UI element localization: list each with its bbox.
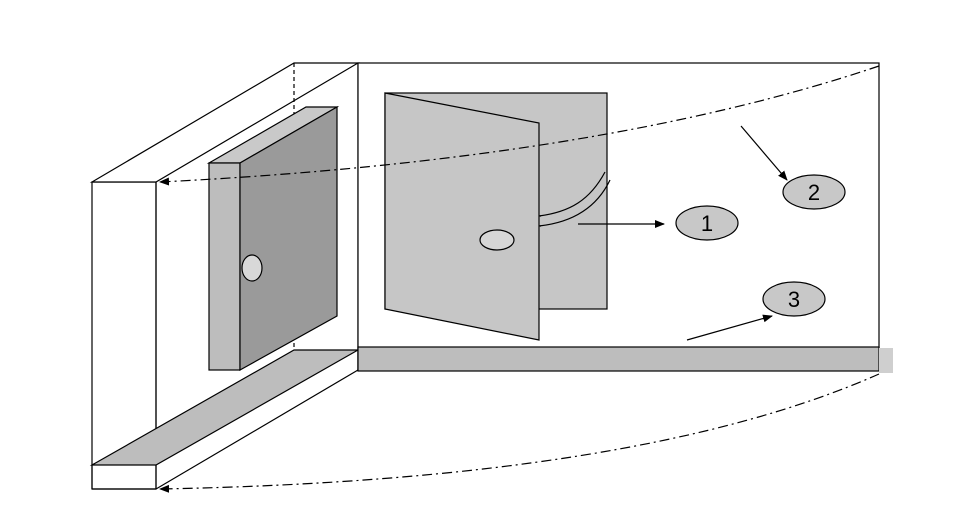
callout-3-bubble <box>762 281 826 317</box>
slab-hole <box>241 254 263 282</box>
callout-2-label: 2 <box>808 180 820 205</box>
upper-fold-curve <box>159 65 880 186</box>
arrow-to-callout-2 <box>740 125 788 181</box>
door-hole <box>479 229 515 251</box>
callout-2: 2 <box>782 174 846 210</box>
callout-3: 3 <box>762 281 826 317</box>
lower-fold-curve <box>159 373 880 493</box>
cable-inner <box>538 179 611 227</box>
callout-1-label: 1 <box>701 211 713 236</box>
left-wall-slab <box>206 105 340 372</box>
callout-1: 1 <box>675 205 739 241</box>
slab-front-face <box>239 105 338 372</box>
slab-side-face <box>208 162 241 371</box>
fold-curves <box>159 65 880 493</box>
arrow-to-callout-3 <box>686 314 773 341</box>
left-wall <box>89 62 361 490</box>
door-panel <box>384 92 611 341</box>
callout-2-bubble <box>782 174 846 210</box>
callout-1-bubble <box>675 205 739 241</box>
callout-3-label: 3 <box>788 287 800 312</box>
cable-outer <box>538 171 606 217</box>
leader-arrows <box>540 125 788 341</box>
back-floor-strip <box>357 346 893 373</box>
door-leaf <box>384 92 540 341</box>
